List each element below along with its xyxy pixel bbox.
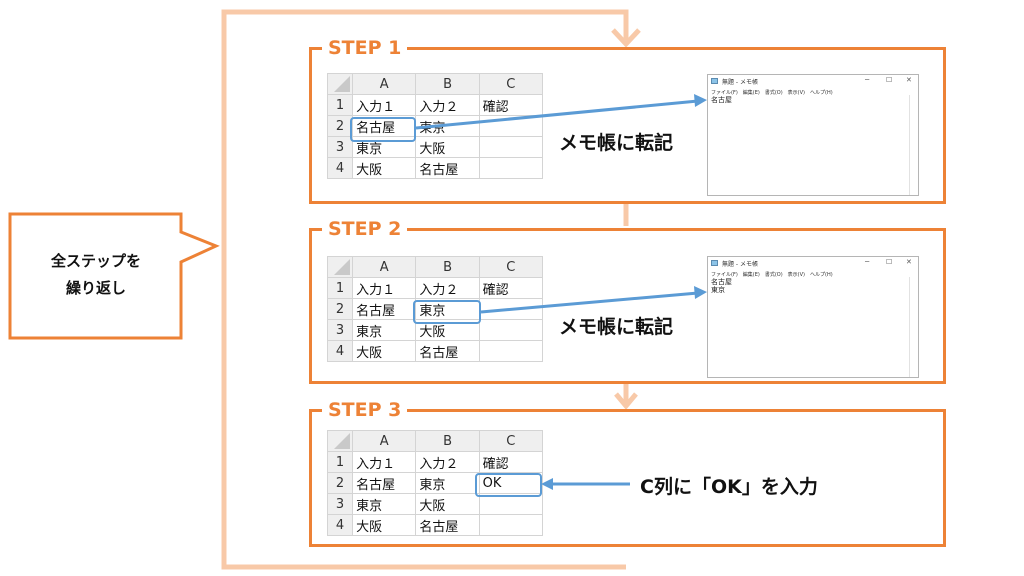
cell-b3[interactable]: 大阪 [415, 319, 480, 341]
notepad-icon [711, 260, 718, 266]
notepad-title: 無題 - メモ帳 [722, 79, 758, 86]
notepad-scrollbar[interactable] [909, 95, 918, 195]
row-header[interactable]: 2 [326, 298, 354, 320]
cell-c1[interactable]: 確認 [478, 94, 544, 116]
notepad-menu[interactable]: ファイル(F) 編集(E) 書式(O) 表示(V) ヘルプ(H) [711, 90, 833, 96]
notepad-icon [711, 78, 718, 84]
row-header[interactable]: 1 [326, 451, 354, 473]
step-3-caption: C列に「OK」を入力 [640, 476, 818, 498]
minimize-icon[interactable]: ─ [865, 76, 870, 84]
step-1-notepad: 無題 - メモ帳 ─ ☐ ✕ ファイル(F) 編集(E) 書式(O) 表示(V)… [707, 74, 919, 196]
cell-a1[interactable]: 入力１ [352, 94, 417, 116]
step-1-highlight-a2 [350, 117, 416, 142]
notepad-scrollbar[interactable] [909, 277, 918, 377]
close-icon[interactable]: ✕ [906, 258, 912, 266]
minimize-icon[interactable]: ─ [865, 258, 870, 266]
cell-b2[interactable]: 東京 [415, 472, 480, 494]
cell-c1[interactable]: 確認 [478, 451, 544, 473]
column-header-a[interactable]: A [352, 430, 417, 452]
cell-a4[interactable]: 大阪 [352, 514, 417, 536]
loop-line [221, 9, 629, 570]
step-2-notepad: 無題 - メモ帳 ─ ☐ ✕ ファイル(F) 編集(E) 書式(O) 表示(V)… [707, 256, 919, 378]
row-header[interactable]: 1 [326, 94, 354, 116]
step-1-pointer-head [694, 94, 707, 107]
column-header-c[interactable]: C [478, 73, 544, 95]
column-header-a[interactable]: A [352, 256, 417, 278]
step-3-title: STEP 3 [322, 399, 408, 421]
cell-c4[interactable] [478, 157, 544, 179]
cell-c4[interactable] [478, 514, 544, 536]
notepad-title: 無題 - メモ帳 [722, 261, 758, 268]
flow-arrowhead-3 [614, 392, 638, 410]
cell-b4[interactable]: 名古屋 [415, 157, 480, 179]
step-2-caption: メモ帳に転記 [559, 316, 674, 338]
column-header-b[interactable]: B [415, 73, 480, 95]
sheet-corner[interactable] [326, 430, 354, 452]
step-2-title: STEP 2 [322, 218, 408, 240]
step-1-pointer-line [415, 99, 699, 130]
cell-c1[interactable]: 確認 [478, 277, 544, 299]
callout-line-1: 全ステップを [50, 252, 141, 270]
cell-b1[interactable]: 入力２ [415, 277, 480, 299]
cell-b3[interactable]: 大阪 [415, 493, 480, 515]
column-header-c[interactable]: C [478, 430, 544, 452]
step-1-title: STEP 1 [322, 37, 408, 59]
sheet-corner[interactable] [326, 256, 354, 278]
sheet-corner[interactable] [326, 73, 354, 95]
step-3-sheet: A B C 1 入力１ 入力２ 確認 2 名古屋 東京 OK 3 東京 大阪 4… [326, 430, 544, 536]
cell-c4[interactable] [478, 340, 544, 362]
row-header[interactable]: 4 [326, 514, 354, 536]
close-icon[interactable]: ✕ [906, 76, 912, 84]
cell-b4[interactable]: 名古屋 [415, 340, 480, 362]
maximize-icon[interactable]: ☐ [886, 258, 893, 266]
callout-line-2: 繰り返し [65, 279, 126, 297]
column-header-b[interactable]: B [415, 256, 480, 278]
cell-a4[interactable]: 大阪 [352, 340, 417, 362]
step-2-pointer-head [694, 286, 707, 299]
loop-arrowhead [611, 28, 641, 48]
step-1-caption: メモ帳に転記 [559, 132, 674, 154]
step-2-sheet: A B C 1 入力１ 入力２ 確認 2 名古屋 東京 3 東京 大阪 4 大阪… [326, 256, 544, 362]
notepad-text[interactable]: 名古屋 東京 [711, 278, 732, 294]
step-3-pointer-head [541, 478, 553, 490]
maximize-icon[interactable]: ☐ [886, 76, 893, 84]
step-3-highlight-c2 [475, 473, 542, 497]
step-2-pointer-line [480, 291, 699, 314]
callout-label: 全ステップを 繰り返し [10, 248, 182, 302]
notepad-text[interactable]: 名古屋 [711, 96, 732, 104]
cell-a2[interactable]: 名古屋 [352, 115, 417, 137]
column-header-c[interactable]: C [478, 256, 544, 278]
row-header[interactable]: 4 [326, 157, 354, 179]
row-header[interactable]: 3 [326, 136, 354, 158]
cell-a4[interactable]: 大阪 [352, 157, 417, 179]
notepad-menu[interactable]: ファイル(F) 編集(E) 書式(O) 表示(V) ヘルプ(H) [711, 272, 833, 278]
step-2-highlight-b2 [413, 300, 481, 324]
